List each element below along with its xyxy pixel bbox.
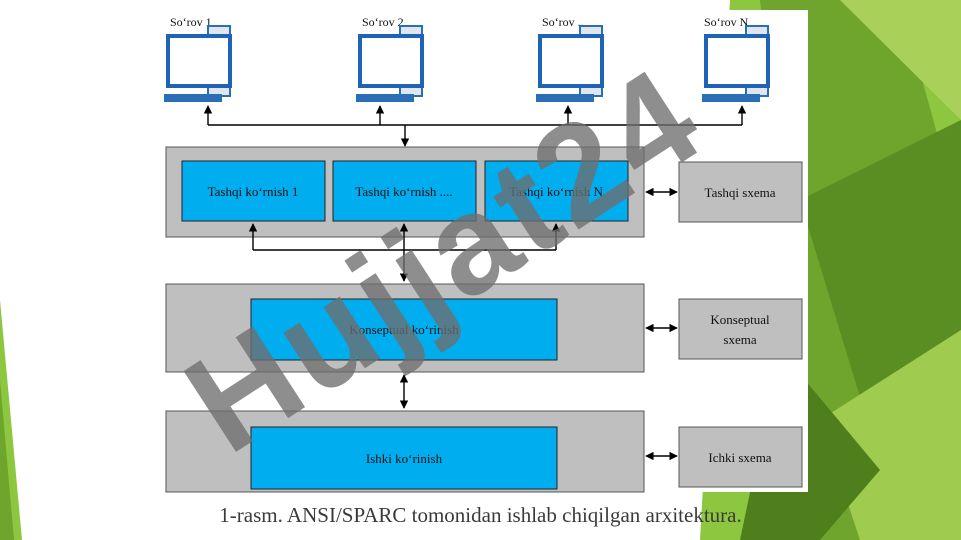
computer-monitor-icon xyxy=(704,34,770,88)
external-view-3-label: Tashqi ko‘rnish N xyxy=(509,184,603,199)
client-label: So‘rov N xyxy=(704,15,749,29)
computer-monitor-icon xyxy=(358,34,424,88)
client-bus-connectors xyxy=(203,105,747,147)
internal-view-label: Ishki ko‘rinish xyxy=(366,451,443,466)
external-schema-box xyxy=(678,161,803,223)
internal-schema-box xyxy=(678,426,803,488)
client-label: So‘rov .. xyxy=(542,15,584,29)
internal-schema-label: Ichki sxema xyxy=(708,450,771,465)
conceptual-schema-label-line1: Konseptual xyxy=(710,312,770,327)
figure-caption: 1-rasm. ANSI/SPARC tomonidan ishlab chiq… xyxy=(219,503,742,527)
external-view-3-box xyxy=(484,160,629,222)
client-computers: So‘rov 1 So‘rov 2 So‘rov .. So‘rov N xyxy=(164,15,770,102)
computer-monitor-icon xyxy=(538,34,604,88)
external-view-2-label: Tashqi ko‘rnish .... xyxy=(355,184,452,199)
external-view-1-box xyxy=(181,160,326,222)
conceptual-schema-label-line2: sxema xyxy=(723,332,756,347)
client-pc-1: So‘rov 1 xyxy=(164,15,232,102)
external-view-2-box xyxy=(332,160,477,222)
conceptual-view-label: Konseptual ko‘rinish xyxy=(349,322,459,337)
computer-keyboard-icon xyxy=(164,94,222,102)
external-view-1-label: Tashqi ko‘rnish 1 xyxy=(208,184,299,199)
external-schema-label: Tashqi sxema xyxy=(705,185,776,200)
computer-keyboard-icon xyxy=(356,94,414,102)
external-conceptual-connectors xyxy=(248,223,561,282)
computer-keyboard-icon xyxy=(702,94,760,102)
conceptual-view-box xyxy=(250,298,558,361)
client-label: So‘rov 2 xyxy=(362,15,404,29)
client-label: So‘rov 1 xyxy=(170,15,212,29)
internal-view-box xyxy=(250,426,558,490)
green-decoration-left xyxy=(0,300,22,540)
computer-keyboard-icon xyxy=(536,94,594,102)
client-pc-4: So‘rov N xyxy=(702,15,770,102)
client-pc-3: So‘rov .. xyxy=(536,15,604,102)
computer-monitor-icon xyxy=(166,34,232,88)
conceptual-schema-box xyxy=(678,298,803,360)
client-pc-2: So‘rov 2 xyxy=(356,15,424,102)
